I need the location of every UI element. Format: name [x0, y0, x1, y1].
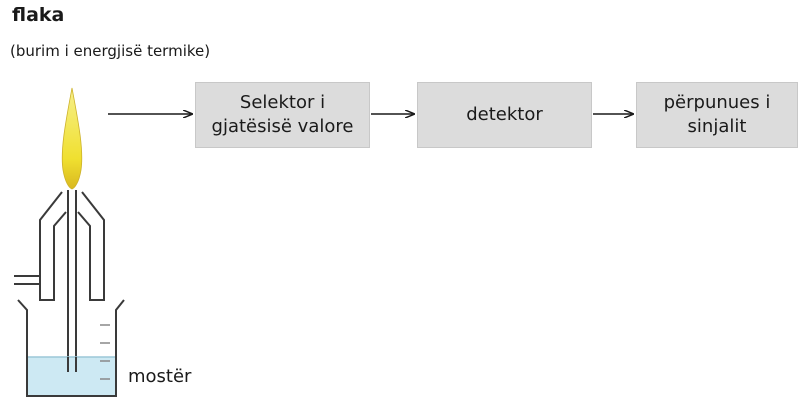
wavelength-selector-label: Selektor i gjatësisë valore: [211, 92, 354, 137]
burner-icon: [14, 190, 105, 372]
sample-label: mostër: [128, 366, 192, 387]
flame-title: flaka: [12, 4, 65, 26]
signal-processor-box: përpunues i sinjalit: [636, 82, 798, 148]
beaker-icon: [17, 299, 125, 397]
detector-box: detektor: [417, 82, 592, 148]
flame-icon: [61, 87, 83, 190]
wavelength-selector-box: Selektor i gjatësisë valore: [195, 82, 370, 148]
signal-processor-label: përpunues i sinjalit: [663, 92, 771, 137]
flame-subtitle: (burim i energjisë termike): [10, 42, 211, 60]
detector-label: detektor: [466, 104, 543, 125]
